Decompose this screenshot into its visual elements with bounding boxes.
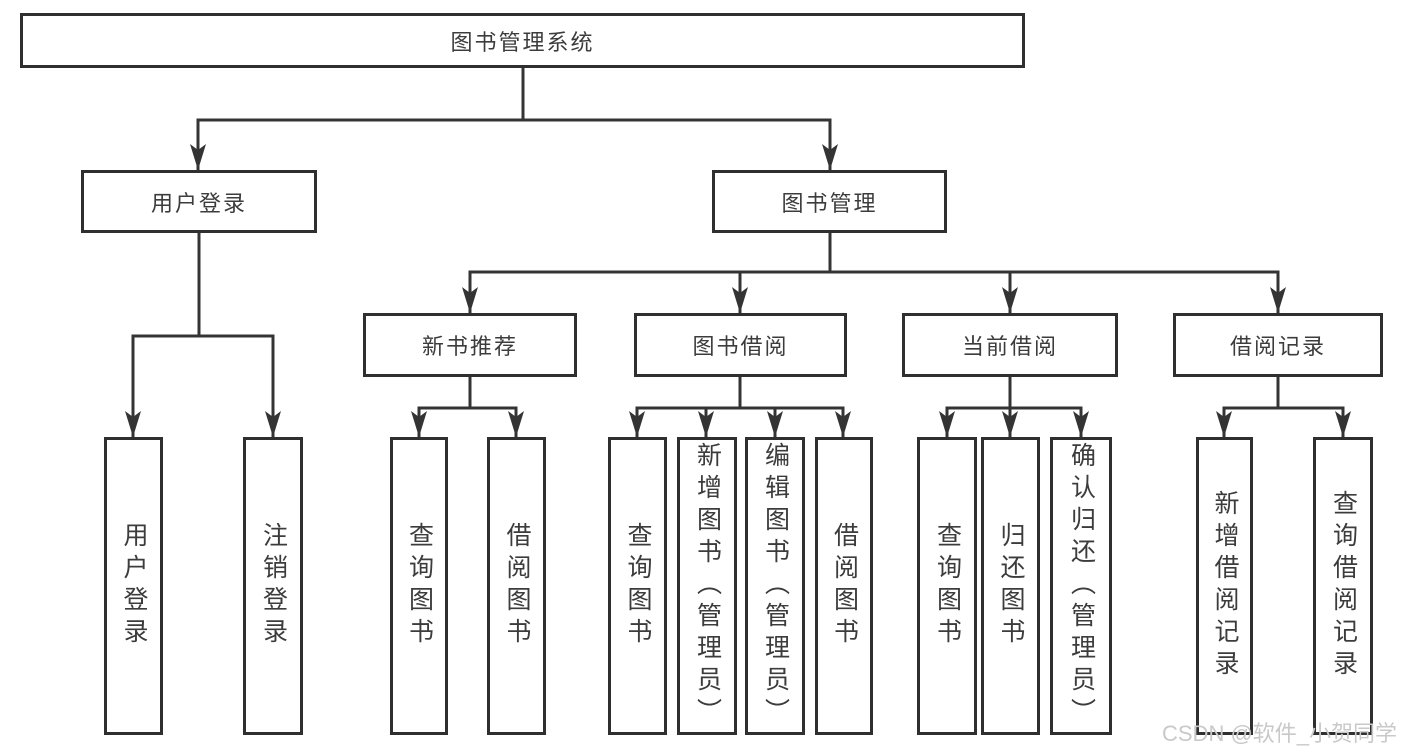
node-borrowing-records: 借阅记录 [1173, 313, 1383, 377]
leaf-confirm-return-admin: 确认归还（管理员） [1050, 437, 1112, 735]
node-current-borrowing: 当前借阅 [902, 313, 1118, 377]
node-book-management: 图书管理 [712, 170, 947, 233]
leaf-query-books-borrowing: 查询图书 [608, 437, 667, 735]
leaf-borrow-books-recommend: 借阅图书 [487, 437, 546, 735]
node-user-login: 用户登录 [81, 170, 317, 233]
leaf-edit-books-admin: 编辑图书（管理员） [745, 437, 805, 735]
leaf-user-login: 用户登录 [104, 437, 163, 735]
leaf-return-books: 归还图书 [981, 437, 1040, 735]
leaf-add-borrow-record: 新增借阅记录 [1196, 437, 1253, 735]
node-new-book-recommendation: 新书推荐 [363, 313, 577, 377]
csdn-watermark: CSDN @软件_小贺同学 [1162, 721, 1398, 746]
leaf-add-books-admin: 新增图书（管理员） [677, 437, 737, 735]
node-library-management-system: 图书管理系统 [20, 13, 1025, 68]
leaf-borrow-books-borrowing: 借阅图书 [815, 437, 873, 735]
leaf-query-borrow-record: 查询借阅记录 [1313, 437, 1373, 735]
leaf-logout: 注销登录 [243, 437, 303, 735]
leaf-query-books-current: 查询图书 [917, 437, 977, 735]
leaf-query-books-recommend: 查询图书 [390, 437, 448, 735]
node-book-borrowing: 图书借阅 [634, 313, 847, 377]
